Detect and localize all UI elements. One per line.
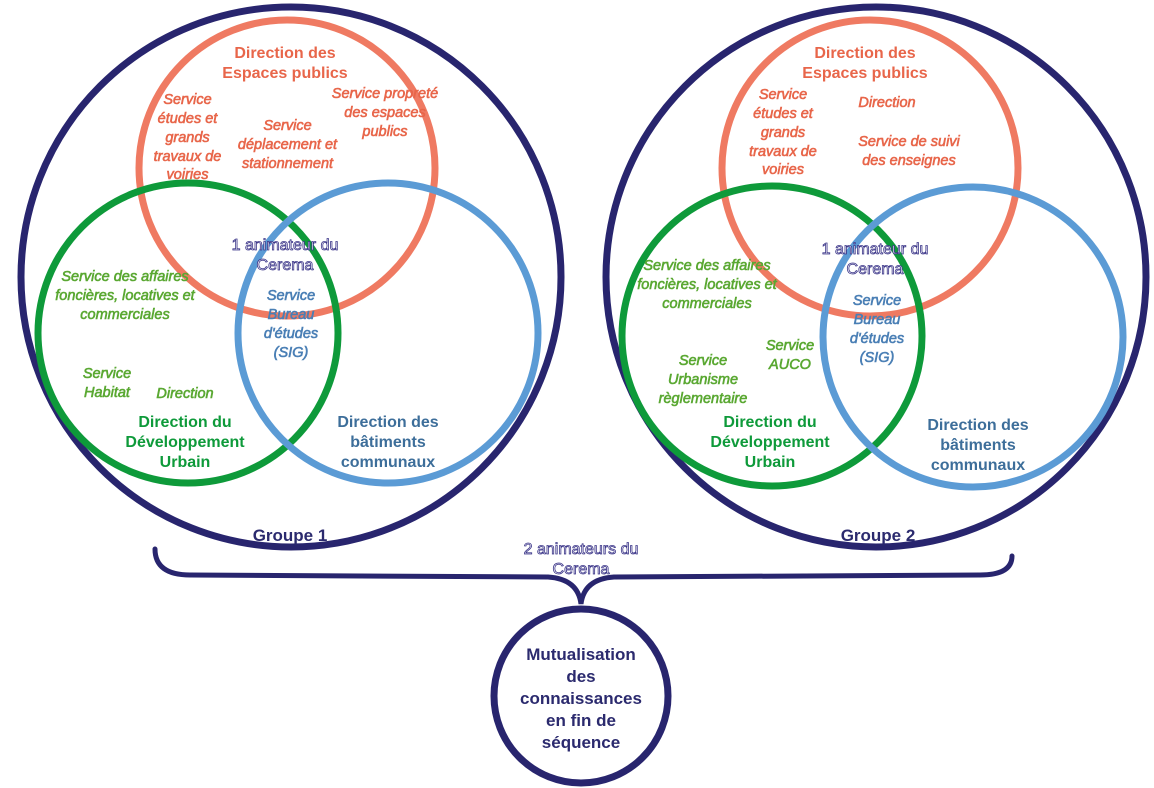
title-line: communaux <box>340 454 436 471</box>
group2-espaces-publics-title: Direction des Espaces publics <box>785 44 945 84</box>
mutualisation-line: en fin de <box>546 711 616 731</box>
title-line: bâtiments <box>940 437 1016 454</box>
group1-batiments-title: Direction des bâtiments communaux <box>318 413 458 473</box>
group1-batiments-circle <box>234 179 542 487</box>
group2-label: Groupe 2 <box>840 526 916 545</box>
group1-espaces-publics-circle <box>135 16 439 320</box>
mutualisation-line: des <box>566 667 596 687</box>
animateurs-line: Cerema <box>552 561 610 579</box>
group2-service-bureau: Service Bureau d'études (SIG) <box>849 293 905 366</box>
animateur-line: 1 animateur du <box>231 237 339 255</box>
group2-service-etudes: Service études et grands travaux de voir… <box>749 87 817 179</box>
group2-service-affaires: Service des affaires foncières, locative… <box>637 258 777 312</box>
group1-label: Groupe 1 <box>252 526 328 545</box>
animateur-line: Cerema <box>846 261 904 279</box>
group2-espaces-publics-circle <box>718 16 1022 320</box>
group2-service-urbanisme: Service Urbanisme règlementaire <box>658 353 748 407</box>
group1-developpement-urbain-title: Direction du Développement Urbain <box>110 413 260 473</box>
group1-service-proprete: Service propreté des espaces publics <box>331 86 439 140</box>
title-line: Développement <box>125 434 245 451</box>
group1-service-habitat: Service Habitat <box>82 366 132 401</box>
mutualisation-text: Mutualisation des connaissances en fin d… <box>506 644 656 754</box>
mutualisation-line: séquence <box>541 733 621 753</box>
mutualisation-line: Mutualisation <box>526 645 636 664</box>
group2-circle <box>602 3 1150 551</box>
group1-service-etudes: Service études et grands travaux de voir… <box>153 92 222 184</box>
mutualisation-line: connaissances <box>520 689 642 709</box>
group2-developpement-urbain-circle <box>618 182 926 490</box>
title-line: communaux <box>930 457 1026 474</box>
title-line: Direction des <box>927 417 1029 434</box>
title-line: Espaces publics <box>222 65 348 82</box>
animateur-line: 1 animateur du <box>821 241 929 259</box>
shared-animateurs: 2 animateurs du Cerema <box>500 540 662 580</box>
group1-espaces-publics-title: Direction des Espaces publics <box>205 44 365 84</box>
title-line: Espaces publics <box>802 65 928 82</box>
group1-animateur: 1 animateur du Cerema <box>205 236 365 276</box>
animateurs-line: 2 animateurs du <box>523 541 639 559</box>
title-line: Urbain <box>159 454 211 471</box>
group1-service-deplacement: Service déplacement et stationnement <box>237 118 338 172</box>
group2-service-auco: Service AUCO <box>765 338 815 373</box>
group2-service-enseignes: Service de suivi des enseignes <box>858 134 960 169</box>
title-line: Développement <box>710 434 830 451</box>
title-line: Direction du <box>723 414 817 431</box>
title-line: bâtiments <box>350 434 426 451</box>
title-line: Direction des <box>814 45 916 62</box>
title-line: Direction des <box>234 45 336 62</box>
group2-direction: Direction <box>858 95 916 112</box>
title-line: Direction des <box>337 414 439 431</box>
animateur-line: Cerema <box>256 257 314 275</box>
group2-animateur: 1 animateur du Cerema <box>795 240 955 280</box>
group2-batiments-title: Direction des bâtiments communaux <box>908 416 1048 476</box>
group2-batiments-circle <box>819 183 1127 491</box>
group1-service-bureau: Service Bureau d'études (SIG) <box>263 288 319 361</box>
group1-direction: Direction <box>156 386 214 403</box>
mutualisation-circle <box>490 605 672 787</box>
title-line: Direction du <box>138 414 232 431</box>
group1-service-affaires: Service des affaires foncières, locative… <box>55 269 195 323</box>
brace <box>152 546 1015 605</box>
group1-developpement-urbain-circle <box>34 179 342 487</box>
title-line: Urbain <box>744 454 796 471</box>
group1-circle <box>17 3 565 551</box>
group2-developpement-urbain-title: Direction du Développement Urbain <box>695 413 845 473</box>
